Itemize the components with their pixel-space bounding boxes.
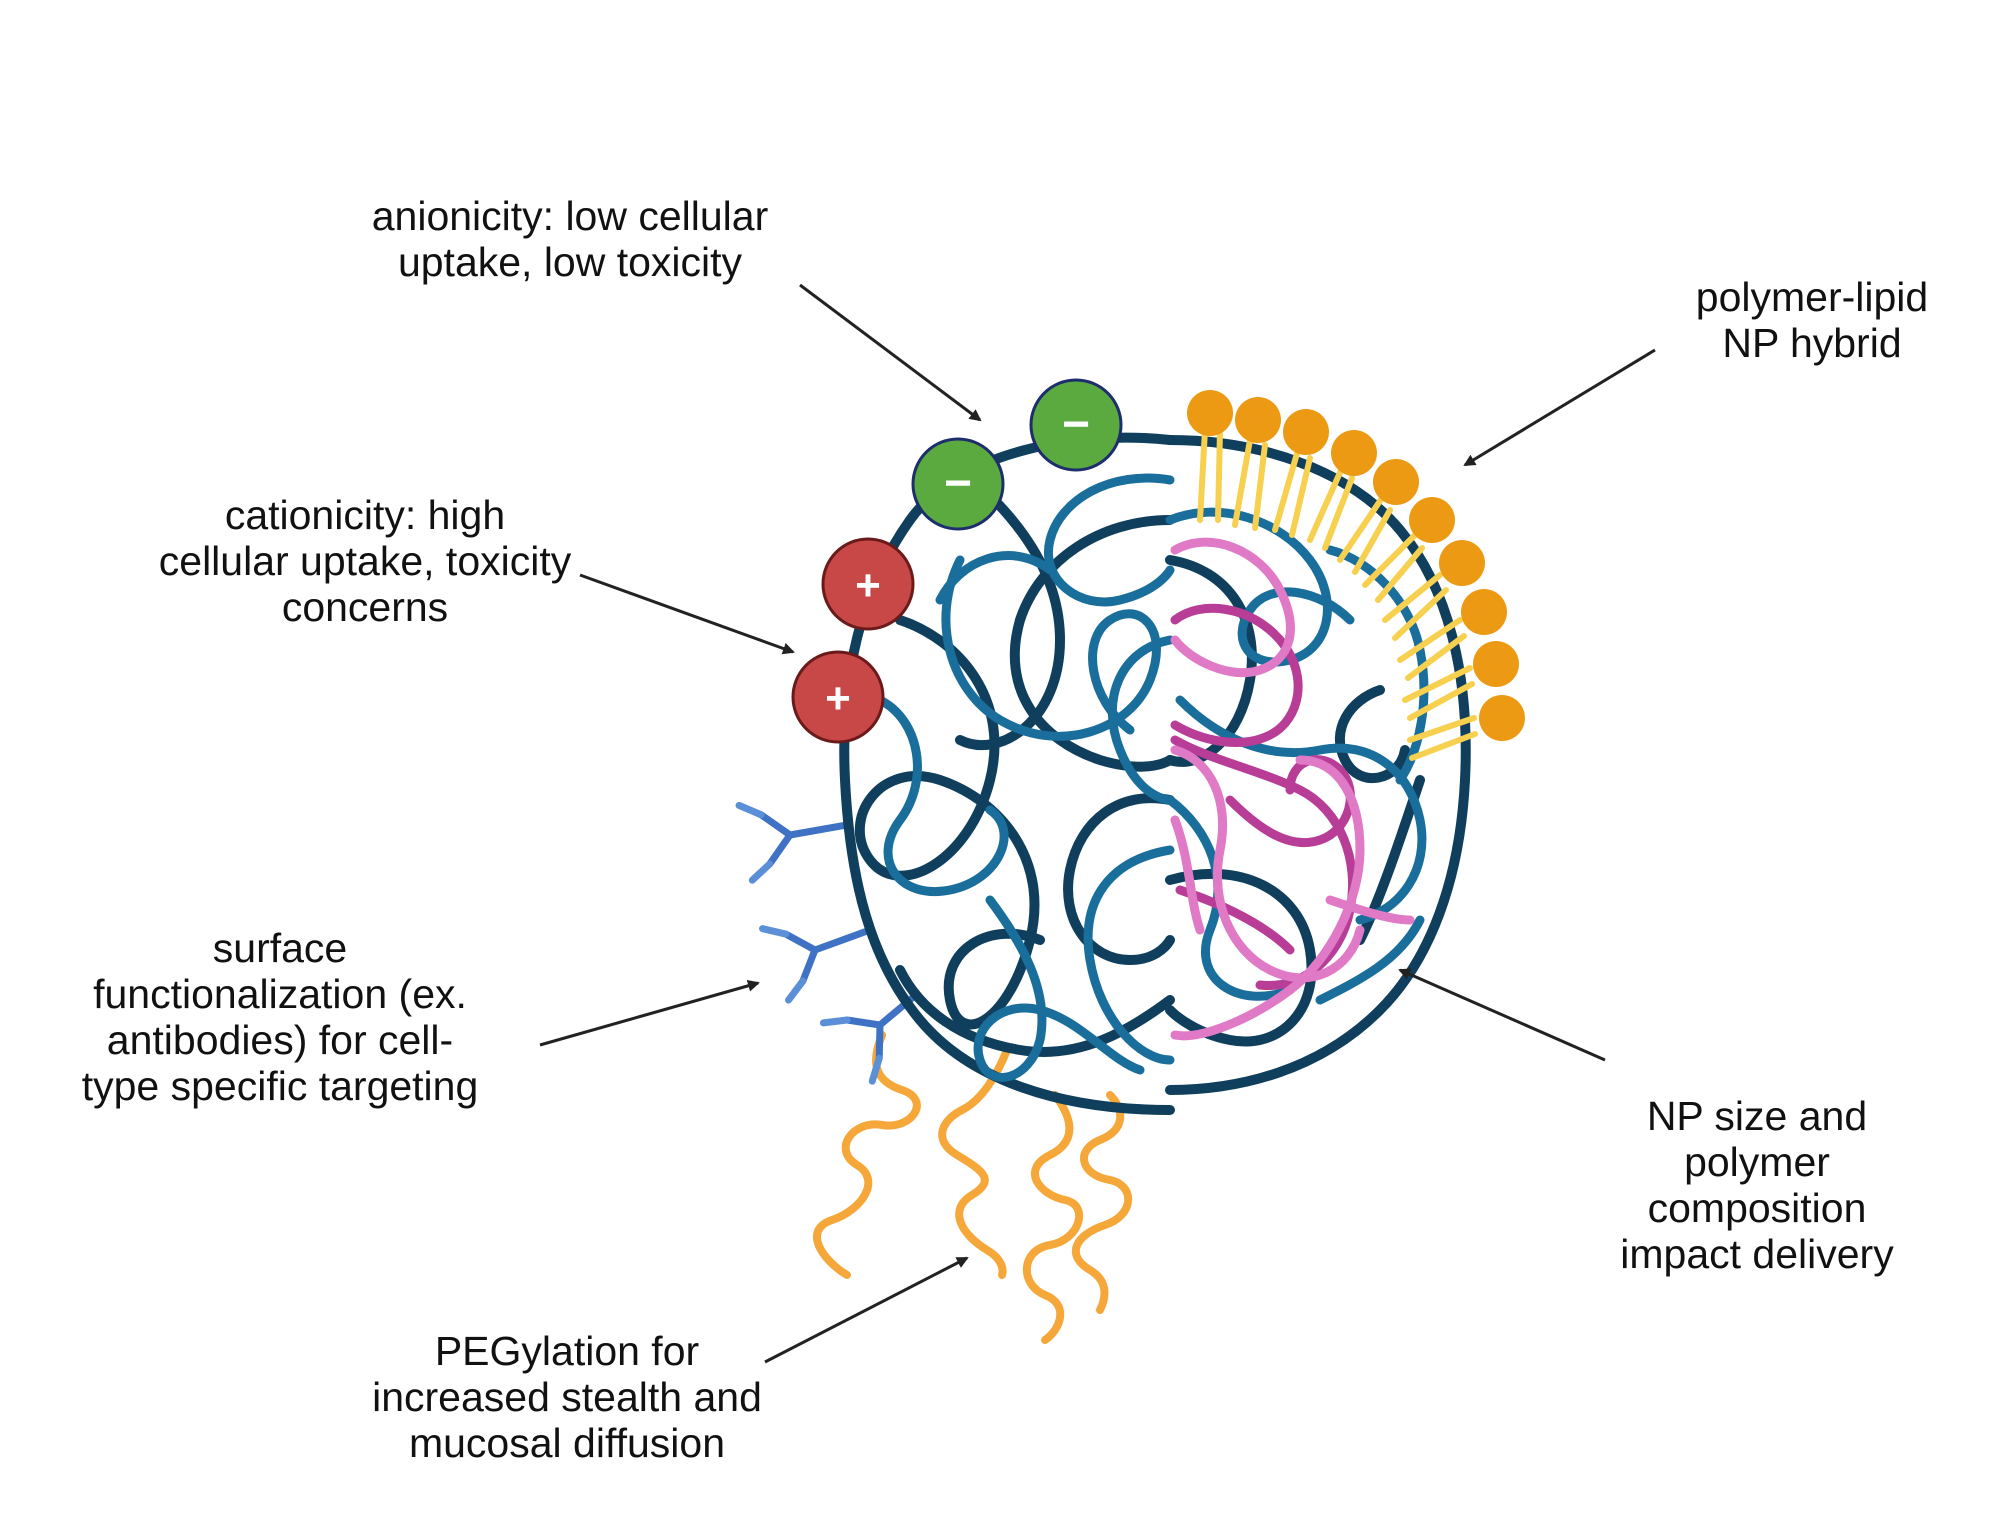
peg-chain (1022, 1091, 1084, 1344)
arrow-hybrid (1463, 348, 1656, 467)
anionicity-label: anionicity: low cellular uptake, low tox… (371, 193, 769, 285)
arrow-size (1398, 968, 1606, 1062)
polymer-chain (935, 551, 1055, 605)
cationicity-label: cationicity: high cellular uptake, toxic… (158, 492, 572, 630)
polymer-chain (1083, 845, 1175, 1065)
anion-charges: − − (911, 378, 1123, 531)
polymer-chain (1063, 793, 1175, 965)
polymer-chain (1165, 795, 1295, 1001)
arrow-anionicity (799, 283, 982, 422)
polymer-chain (1170, 745, 1365, 983)
peg-chain (1071, 1091, 1133, 1314)
positive-charge-icon: + (821, 537, 915, 631)
lipid-icon (1232, 397, 1281, 531)
polymer-chain (1170, 537, 1295, 678)
polymer-chain (1170, 603, 1303, 747)
lipid-icon (1272, 409, 1329, 538)
arrow-peg (764, 1256, 969, 1364)
svg-text:+: + (825, 674, 851, 723)
peg-chain (813, 1031, 921, 1279)
polymer-chain (1325, 895, 1415, 925)
arrows (539, 283, 1656, 1364)
polymer-chain (875, 695, 1009, 896)
arrow-surface (539, 979, 760, 1047)
polymer-chain (1044, 473, 1175, 607)
polymer-chain (1170, 815, 1205, 935)
polymer-core-left (839, 432, 1175, 1115)
polymer-chain (1315, 915, 1425, 1005)
lipid-icon (1187, 390, 1233, 523)
pegylation-label: PEGylation for increased stealth and muc… (372, 1328, 762, 1466)
lipid-icon (1402, 641, 1519, 721)
lipid-icon (1337, 459, 1419, 575)
negative-charge-icon: − (911, 437, 1005, 531)
lipid-icon (1382, 540, 1485, 641)
svg-text:−: − (944, 457, 972, 510)
lipid-icon (1407, 695, 1525, 761)
svg-text:+: + (855, 561, 881, 610)
lipid-icon (1362, 497, 1455, 603)
polymer-chain (973, 895, 1145, 1082)
negative-charge-icon: − (1029, 378, 1123, 472)
polymer-chain (1335, 685, 1410, 783)
antibodies (735, 801, 918, 1085)
polymer-chain (895, 965, 1175, 1057)
antibody-icon (759, 925, 871, 1004)
polymer-core-right (1165, 435, 1471, 1095)
surface-functionalization-label: surface functionalization (ex. antibodie… (81, 925, 479, 1109)
svg-text:−: − (1062, 398, 1090, 451)
peg-chain (938, 1046, 1011, 1279)
polymer-chain (1165, 435, 1471, 1095)
arrow-cationicity (579, 573, 795, 655)
lipid-shell (1187, 390, 1525, 761)
polymer-chain (1165, 507, 1355, 667)
polymer-chain (1165, 868, 1317, 1047)
polymer-chain (1170, 755, 1365, 1041)
lipid-icon (1397, 589, 1507, 681)
polymer-chain (854, 615, 1045, 1030)
polymer-chain (1107, 635, 1175, 805)
cation-charges: + + (791, 537, 915, 744)
positive-charge-icon: + (791, 650, 885, 744)
polymer-chain (941, 555, 1161, 741)
antibody-icon (735, 801, 853, 884)
lipid-icon (1307, 430, 1377, 551)
hybrid-label: polymer-lipid NP hybrid (1695, 274, 1929, 366)
polymer-chain (1009, 515, 1175, 772)
peg-chains (813, 1031, 1133, 1344)
size-composition-label: NP size and polymer composition impact d… (1620, 1093, 1894, 1277)
